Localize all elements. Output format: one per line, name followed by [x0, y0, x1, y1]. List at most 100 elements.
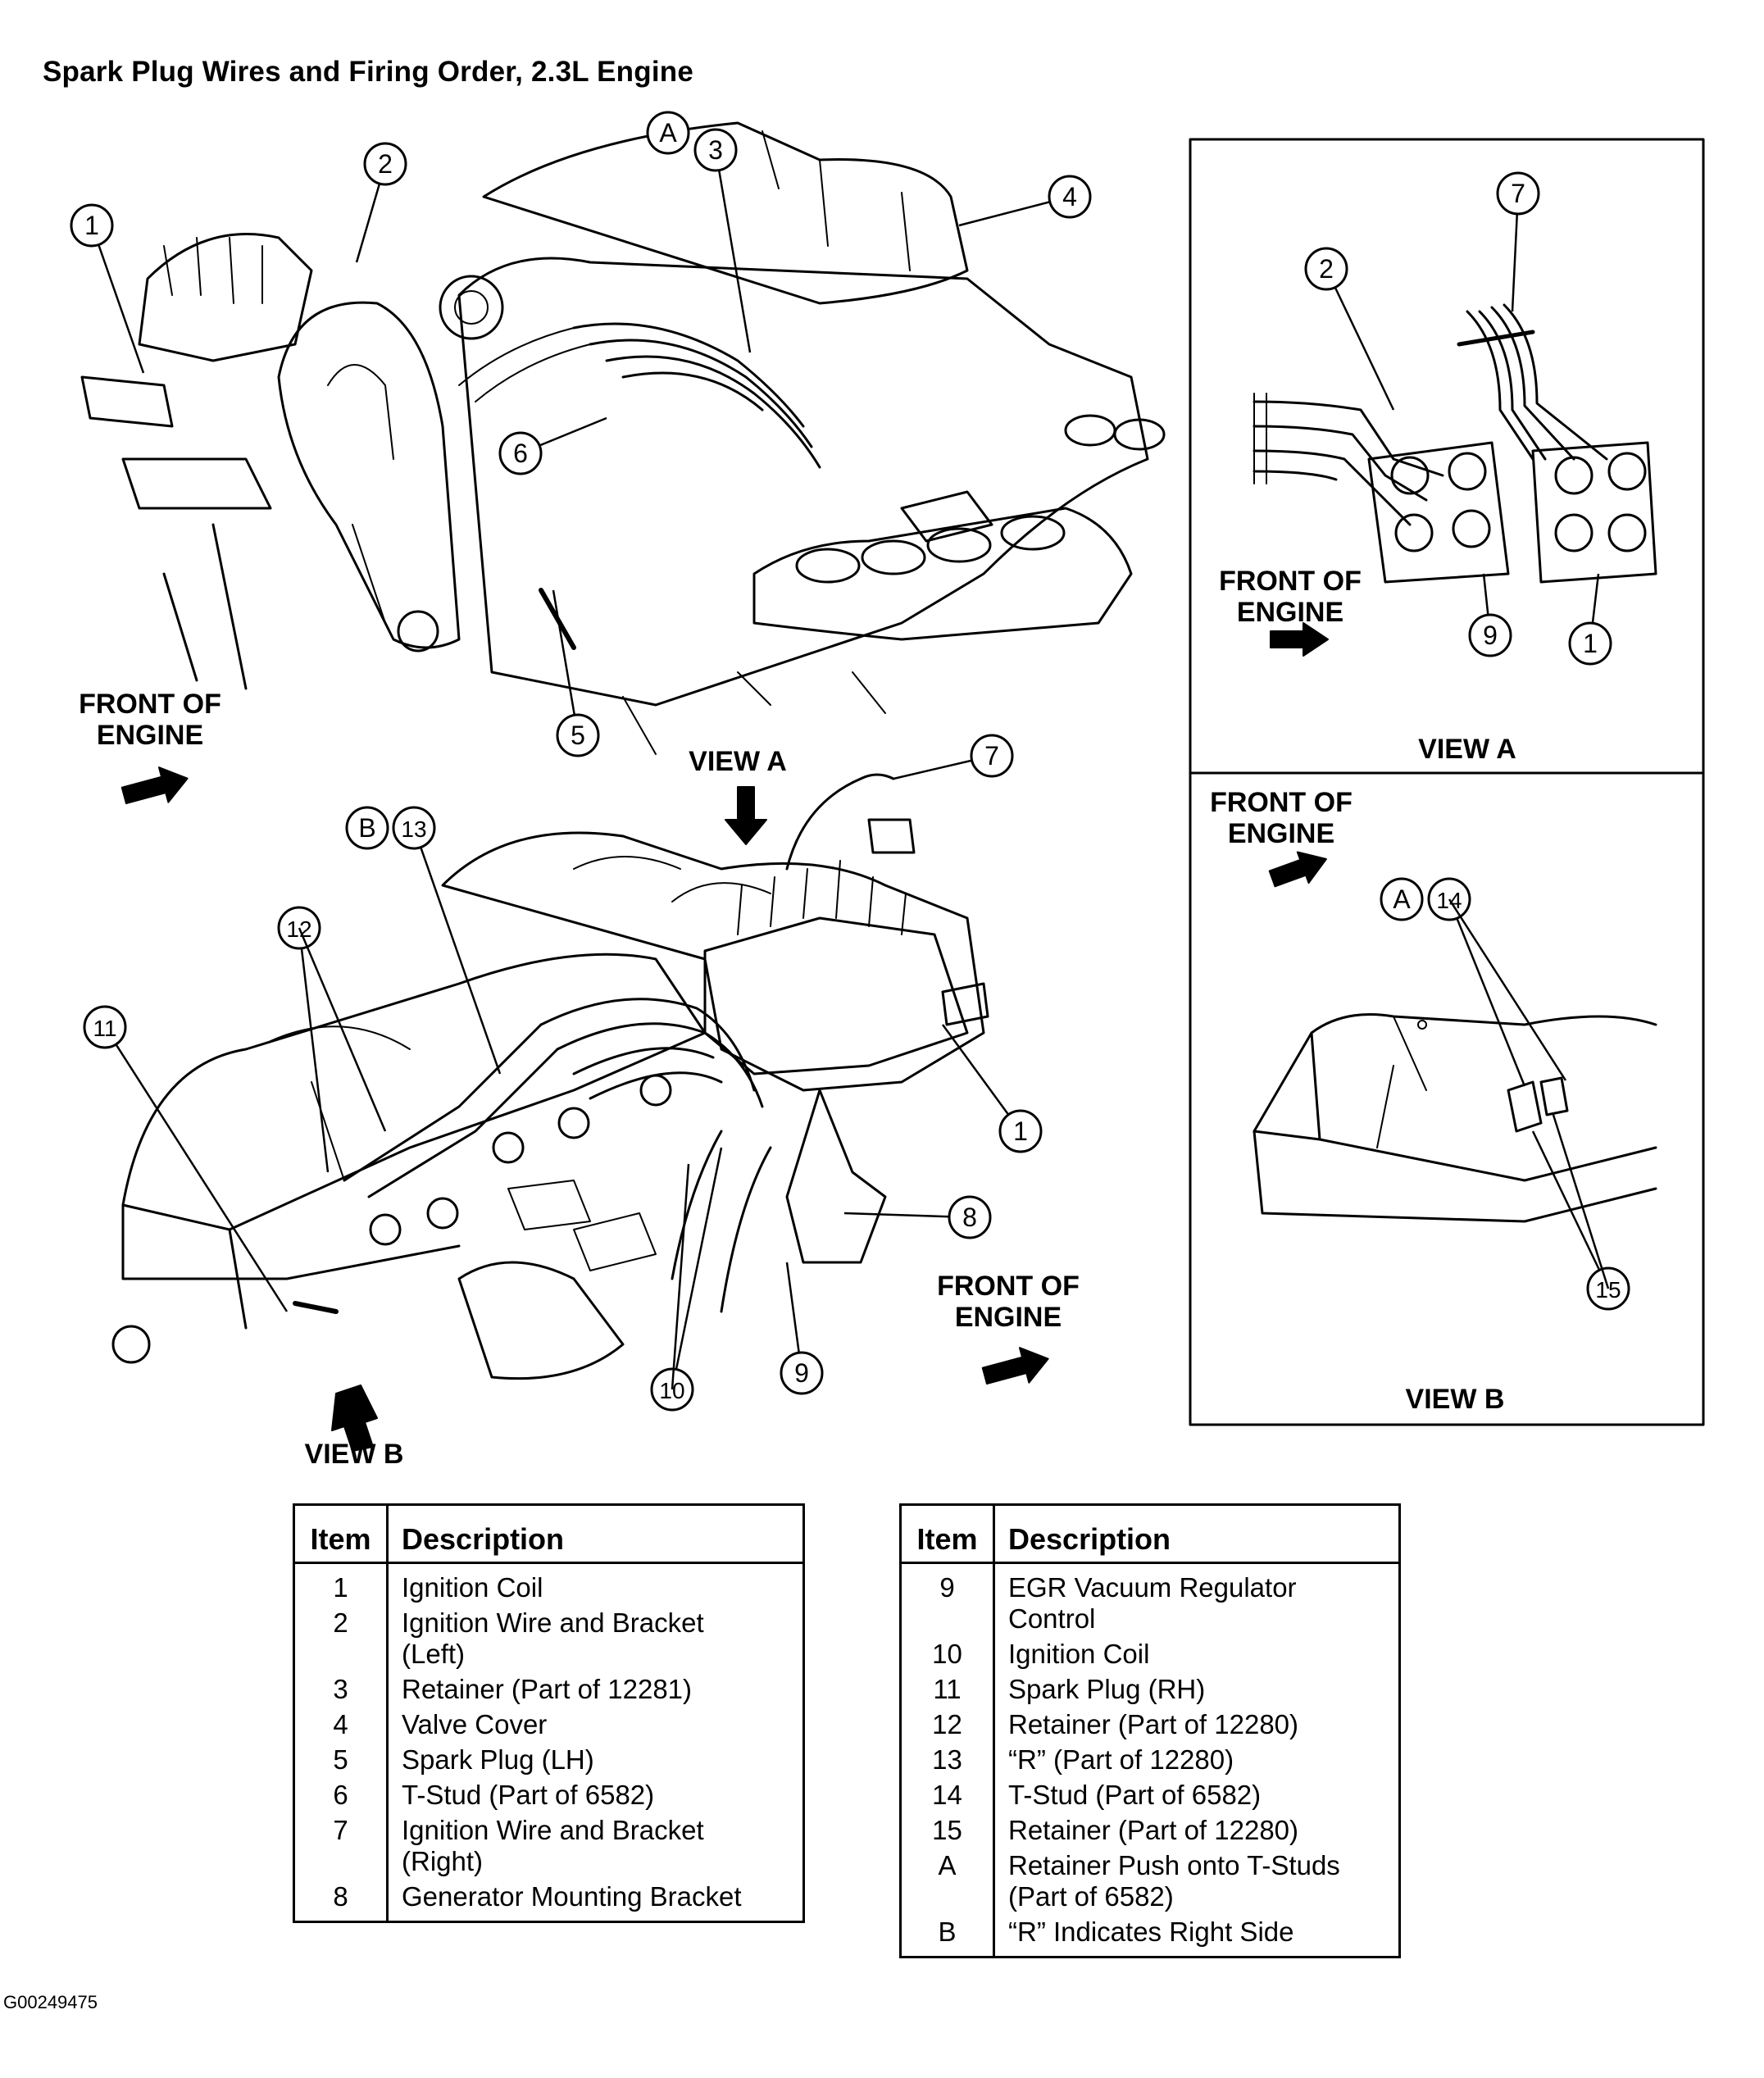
- ignition-coil-pack-bottom: [703, 916, 969, 1075]
- legend-item-description: Ignition Coil: [388, 1563, 804, 1607]
- callout-7: 7: [893, 734, 1014, 780]
- front-of-engine-label-top-line: FRONT OF: [79, 689, 221, 720]
- callout-number: 3: [708, 135, 723, 165]
- view-b-t-stud: [1417, 1020, 1427, 1030]
- callout-leader: [412, 827, 502, 1075]
- callout-leader: [1325, 268, 1395, 411]
- legend-item-description: “R” (Part of 12280): [994, 1743, 1400, 1778]
- view-a-detail: [1253, 303, 1657, 657]
- view-b-retainer-right: [1539, 1076, 1569, 1116]
- view-a-coil-right: [1531, 441, 1657, 584]
- callout-circle: [948, 1195, 992, 1239]
- timing-belt-cover: [277, 301, 461, 649]
- callout-number: 15: [1595, 1277, 1621, 1303]
- legend-item-number: 7: [293, 1813, 389, 1880]
- callout-9: 9: [780, 1262, 824, 1395]
- spark-plug-boot: [369, 1213, 402, 1246]
- legend-item-number: 12: [900, 1707, 995, 1743]
- legend-item-description: Spark Plug (RH): [994, 1672, 1400, 1707]
- spark-plug-wires-bottom-left: [343, 1023, 559, 1198]
- view-b-label-line: VIEW B: [1406, 1384, 1505, 1415]
- legend-item-number: 13: [900, 1743, 995, 1778]
- callout-number: 7: [1511, 179, 1525, 208]
- legend-item-number: 15: [900, 1813, 995, 1848]
- callout-B: B: [345, 806, 389, 850]
- callout-circle: [1468, 613, 1512, 657]
- view-b-valve-cover-flange: [1253, 1130, 1657, 1223]
- view-a-coil-tower: [1554, 513, 1594, 552]
- view-panels: [1189, 138, 1705, 1426]
- legend-row: B“R” Indicates Right Side: [900, 1915, 1400, 1958]
- legend-description-line: Valve Cover: [402, 1709, 548, 1739]
- callout-number: 6: [513, 439, 528, 468]
- bottom-engine-view: [111, 773, 989, 1380]
- legend-item-number: 3: [293, 1672, 389, 1707]
- coil-towers-top: [163, 237, 263, 304]
- view-a-left-wires: [1253, 400, 1444, 526]
- legend-item-number: 5: [293, 1743, 389, 1778]
- callout-number: 1: [1013, 1116, 1028, 1146]
- legend-item-number: 10: [900, 1637, 995, 1672]
- crank-pulley: [397, 610, 439, 653]
- wire-bracket-right: [867, 818, 916, 854]
- legend-item-number: 9: [900, 1562, 995, 1637]
- view-a-coil-tower: [1607, 513, 1647, 552]
- view-a-label-main-line: VIEW A: [689, 746, 787, 777]
- legend-header-description: Description: [387, 1504, 804, 1564]
- view-b-detail: [1253, 851, 1657, 1223]
- callout-number: 5: [571, 721, 585, 750]
- valve-cover-ribs: [762, 130, 911, 271]
- view-b-valve-cover: [1253, 1013, 1657, 1141]
- plenum-detail: [573, 856, 771, 903]
- egr-vacuum-regulator: [785, 1089, 887, 1264]
- callout-1: 1: [941, 1024, 1043, 1153]
- legend-item-description: “R” Indicates Right Side: [994, 1915, 1400, 1958]
- legend-row: 12 Retainer (Part of 12280): [900, 1707, 1400, 1743]
- callout-circle: [693, 128, 738, 172]
- manifold-port: [795, 548, 861, 584]
- legend-row: 5 Spark Plug (LH): [293, 1743, 804, 1778]
- callout-2: 2: [355, 142, 407, 263]
- legend-description-line: Spark Plug (LH): [402, 1744, 594, 1775]
- front-of-engine-label-bottom-line: FRONT OF: [937, 1271, 1080, 1302]
- callout-7: 7: [1496, 171, 1540, 312]
- legend-description-line: Retainer (Part of 12280): [1008, 1709, 1299, 1739]
- callout-1: 1: [70, 203, 145, 374]
- manifold-port: [1064, 414, 1116, 447]
- callout-number: 9: [1483, 621, 1498, 650]
- legend-description-line: Ignition Wire and Bracket: [402, 1607, 704, 1638]
- manifold-port: [861, 539, 926, 575]
- callout-circle: [345, 806, 389, 850]
- cylinder-head-bottom-side: [121, 1203, 461, 1330]
- callout-A: A: [646, 111, 690, 155]
- callout-A: A: [1380, 877, 1424, 921]
- legend-item-number: 11: [900, 1672, 995, 1707]
- exhaust-manifold-bottom: [457, 1261, 625, 1380]
- legend-description-line: Ignition Wire and Bracket: [402, 1815, 704, 1845]
- callout-leader: [1448, 898, 1567, 1081]
- callout-number: 13: [401, 816, 426, 842]
- legend-row: 3 Retainer (Part of 12281): [293, 1672, 804, 1707]
- spark-plug-wires-top: [572, 322, 821, 469]
- view-a-coil-tower: [1452, 509, 1491, 548]
- legend-description-line: Retainer Push onto T-Studs: [1008, 1850, 1340, 1880]
- legend-description-line: Retainer (Part of 12281): [402, 1674, 693, 1704]
- spark-plug-boot: [426, 1197, 459, 1230]
- view-a-indicator-arrow: [725, 786, 767, 845]
- callout-leader: [298, 927, 330, 1173]
- callout-number: 9: [794, 1358, 809, 1388]
- callout-leader: [671, 1163, 690, 1390]
- legend-description-line: T-Stud (Part of 6582): [402, 1780, 655, 1810]
- spark-plug-boot: [492, 1131, 525, 1164]
